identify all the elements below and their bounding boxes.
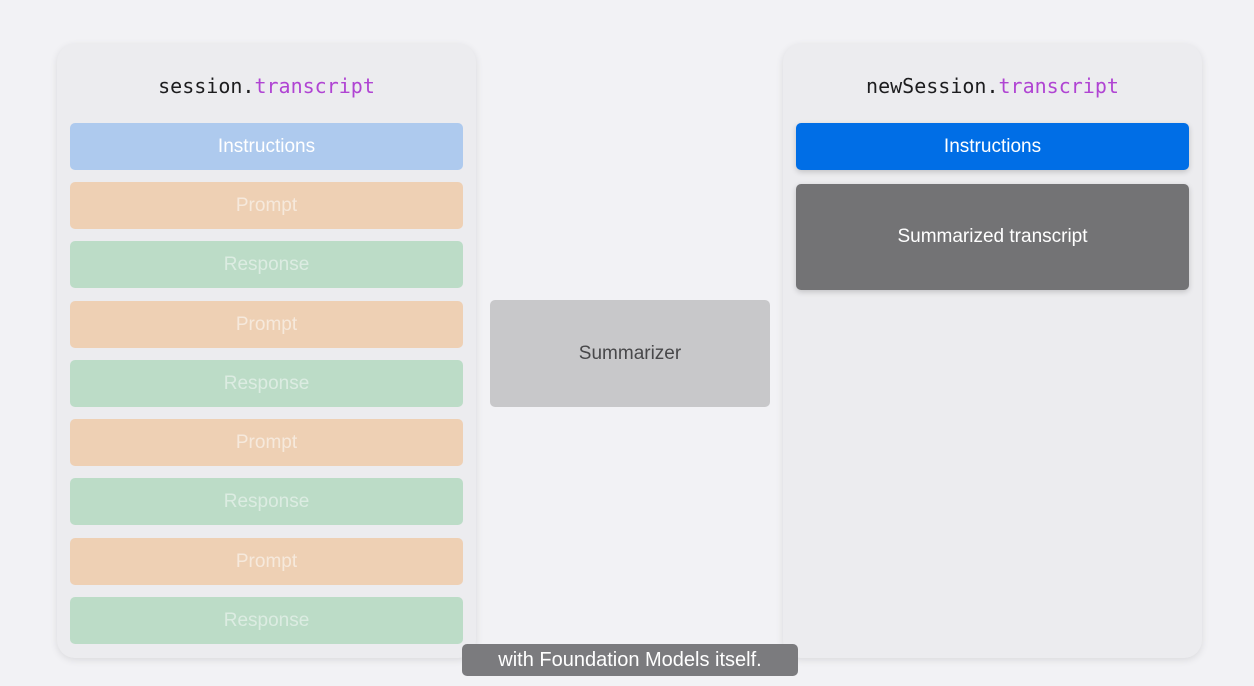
right-instructions-block: Instructions: [796, 123, 1189, 170]
prompt-block: Prompt: [70, 538, 463, 585]
summarizer-block: Summarizer: [490, 300, 770, 407]
prompt-block: Prompt: [70, 182, 463, 229]
response-block: Response: [70, 241, 463, 288]
title-dot: .: [242, 74, 255, 98]
response-block: Response: [70, 360, 463, 407]
title-property: transcript: [254, 74, 375, 98]
prompt-block: Prompt: [70, 301, 463, 348]
subtitle-caption: with Foundation Models itself.: [462, 644, 798, 676]
new-session-transcript-title: newSession.transcript: [783, 72, 1202, 100]
summarized-transcript-block: Summarized transcript: [796, 184, 1189, 290]
response-block: Response: [70, 597, 463, 644]
prompt-block: Prompt: [70, 419, 463, 466]
title-object: session: [158, 74, 243, 98]
session-transcript-title: session.transcript: [57, 72, 476, 100]
left-instructions-block: Instructions: [70, 123, 463, 170]
response-block: Response: [70, 478, 463, 525]
title-dot: .: [986, 74, 999, 98]
title-object: newSession: [866, 74, 987, 98]
title-property: transcript: [998, 74, 1119, 98]
